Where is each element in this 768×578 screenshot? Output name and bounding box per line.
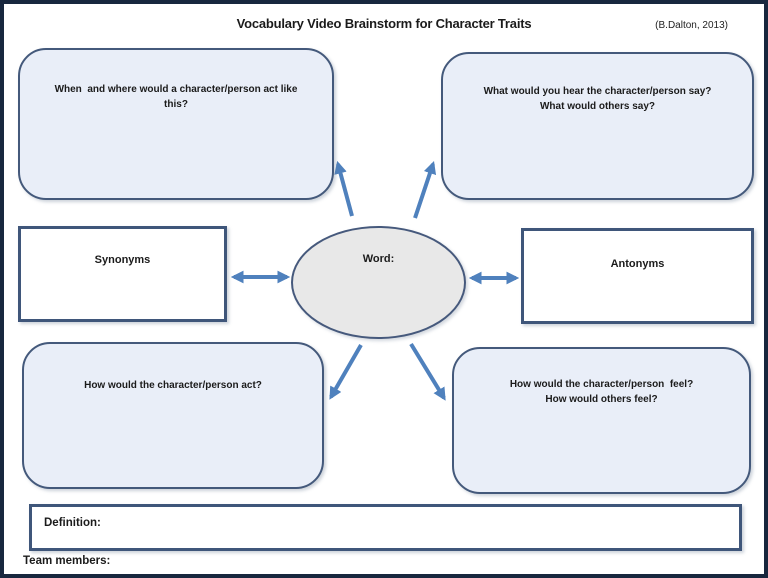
node-antonyms[interactable]: Antonyms	[521, 228, 754, 324]
arrow-center-to-bottom-left	[329, 344, 363, 400]
definition-label: Definition:	[44, 517, 101, 529]
node-when-where[interactable]: When and where would a character/person …	[18, 48, 334, 200]
node-how-act[interactable]: How would the character/person act?	[22, 342, 324, 489]
node-synonyms-label: Synonyms	[94, 254, 151, 266]
node-how-feel[interactable]: How would the character/person feel? How…	[452, 347, 751, 494]
node-word-label: Word:	[362, 253, 395, 265]
node-what-say[interactable]: What would you hear the character/person…	[441, 52, 754, 200]
node-when-where-prompt: When and where would a character/person …	[54, 84, 298, 110]
node-synonyms[interactable]: Synonyms	[18, 226, 227, 322]
node-how-feel-prompt: How would the character/person feel? How…	[509, 379, 694, 405]
node-how-act-prompt: How would the character/person act?	[84, 380, 262, 391]
arrow-center-to-top-right	[413, 160, 437, 219]
team-members-label: Team members:	[23, 555, 111, 567]
citation: (B.Dalton, 2013)	[655, 20, 728, 31]
page-title: Vocabulary Video Brainstorm for Characte…	[236, 16, 532, 31]
node-what-say-prompt: What would you hear the character/person…	[483, 86, 712, 112]
arrow-center-to-top-left	[334, 160, 354, 217]
arrow-center-to-bottom-right	[409, 342, 446, 401]
definition-box[interactable]: Definition:	[29, 504, 742, 551]
node-antonyms-label: Antonyms	[610, 258, 665, 270]
node-word-center[interactable]: Word:	[291, 226, 466, 339]
